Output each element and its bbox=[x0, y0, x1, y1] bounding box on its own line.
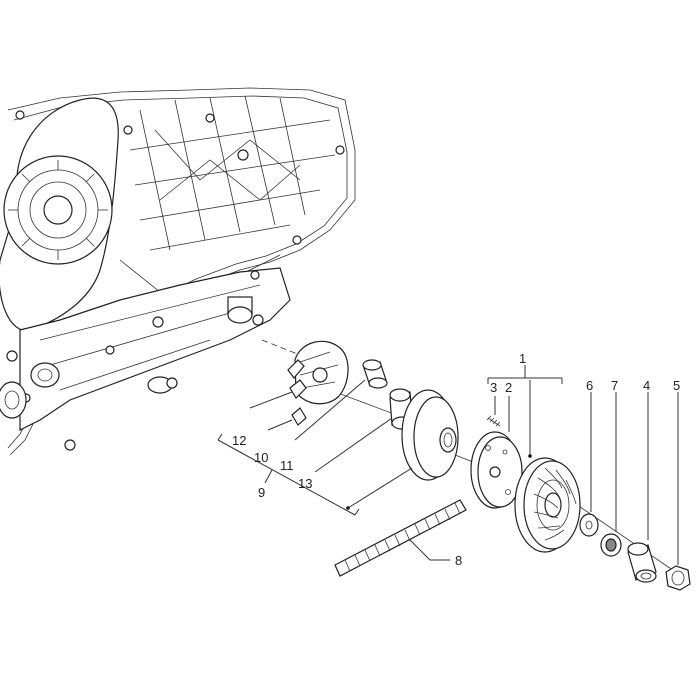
part-8-belt bbox=[334, 499, 467, 577]
label-part-5: 5 bbox=[673, 378, 680, 393]
part-11-bushing bbox=[362, 359, 388, 389]
part-3-screw bbox=[486, 415, 501, 427]
label-part-7: 7 bbox=[611, 378, 618, 393]
callout-labels: 1 2 3 4 5 6 7 8 9 10 11 12 13 bbox=[232, 351, 680, 568]
label-part-11: 11 bbox=[280, 458, 294, 473]
label-part-12: 12 bbox=[232, 433, 246, 448]
part-7-washer bbox=[600, 533, 622, 557]
label-part-4: 4 bbox=[643, 378, 650, 393]
label-part-1: 1 bbox=[519, 351, 526, 366]
part-10-roller bbox=[291, 407, 307, 426]
label-part-3: 3 bbox=[490, 380, 497, 395]
label-part-8: 8 bbox=[455, 553, 462, 568]
label-part-2: 2 bbox=[505, 380, 512, 395]
fan-pulley bbox=[514, 457, 581, 553]
part-6-washer bbox=[579, 513, 599, 537]
part-5-nut bbox=[665, 565, 691, 591]
label-part-10: 10 bbox=[254, 450, 268, 465]
crankcase-housing bbox=[0, 87, 356, 456]
part-4-spacer bbox=[627, 542, 657, 583]
leader-lines bbox=[217, 365, 679, 565]
part-2-plate bbox=[470, 431, 523, 509]
movable-pulley-half bbox=[401, 389, 459, 481]
label-part-6: 6 bbox=[586, 378, 593, 393]
part-12-ramp-plate bbox=[287, 340, 349, 405]
label-part-13: 13 bbox=[298, 476, 312, 491]
label-part-9: 9 bbox=[258, 485, 265, 500]
